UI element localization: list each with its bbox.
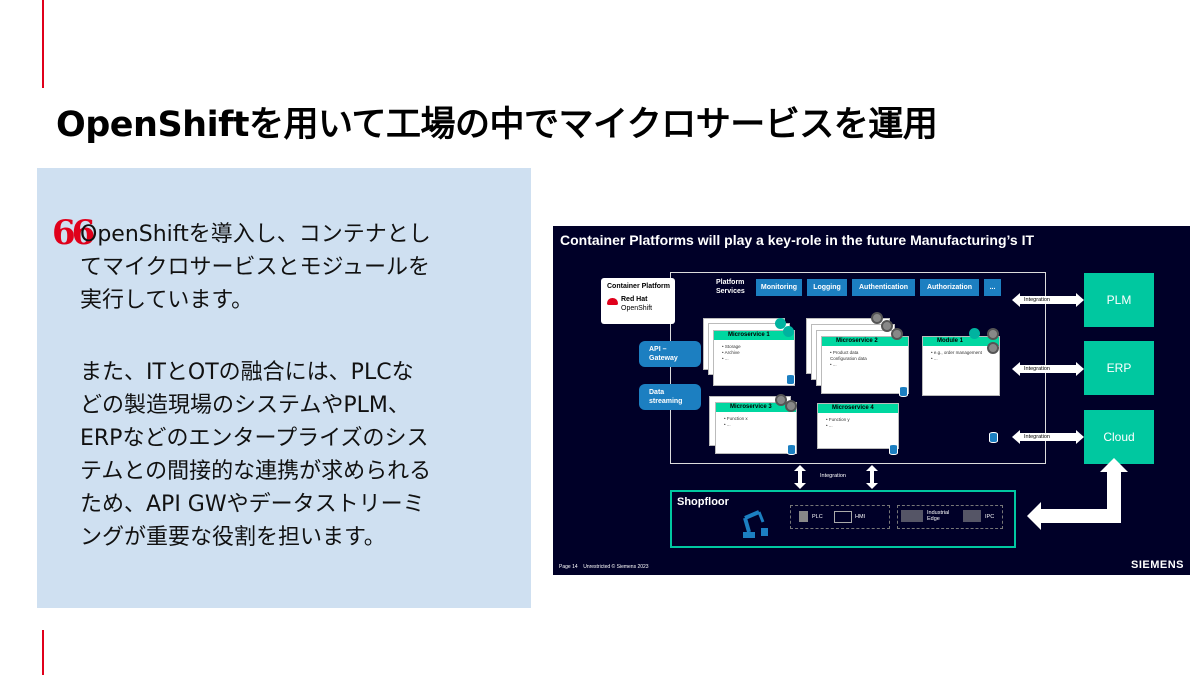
gear-icon [891, 328, 903, 340]
edge-ipc-group [897, 505, 1003, 529]
page-number: Page 14 [559, 564, 578, 570]
plc-hmi-group [790, 505, 890, 529]
api-gateway-button: API – Gateway [639, 341, 701, 367]
plc-icon [799, 511, 808, 522]
platform-services-label: Platform Services [716, 279, 745, 295]
shopfloor-label: Shopfloor [677, 496, 729, 508]
integration-arrow-erp: Integration [1012, 362, 1084, 376]
redhat-label: Red Hat [621, 296, 648, 303]
kubernetes-icon [969, 328, 980, 339]
hmi-label: HMI [855, 514, 866, 520]
gear-icon [987, 328, 999, 340]
integration-label-vertical: Integration [820, 473, 846, 479]
microservice-1-card: Microservice 1 • Storage • Archive • ... [713, 330, 795, 386]
database-icon [899, 386, 908, 397]
service-authentication: Authentication [852, 279, 915, 296]
industrial-edge-label: Industrial Edge [927, 510, 950, 522]
ipc-icon [963, 510, 981, 522]
service-authorization: Authorization [920, 279, 979, 296]
accent-line-bottom [42, 630, 44, 675]
module-1-name: Module 1 [923, 337, 999, 346]
industrial-edge-icon [901, 510, 923, 522]
microservice-1-name: Microservice 1 [714, 331, 794, 340]
slide-footer: Page 14 Unrestricted © Siemens 2023 [559, 564, 649, 570]
quote-box [37, 168, 531, 608]
gear-icon [775, 394, 787, 406]
gear-icon [881, 320, 893, 332]
microservice-4-name: Microservice 4 [818, 404, 898, 413]
gear-icon [785, 400, 797, 412]
elbow-arrow-head-left [1027, 502, 1041, 530]
microservice-3-items: • Function x • ... [724, 416, 748, 427]
microservice-2-items: • Product data Configuration data • ... [830, 350, 867, 367]
database-icon [889, 444, 898, 455]
quote-paragraph-2: また、ITとOTの融合には、PLCな どの製造現場のシステムやPLM、 ERPな… [80, 360, 432, 550]
integration-label: Integration [1024, 366, 1050, 372]
integration-arrow-plm: Integration [1012, 293, 1084, 307]
integration-label: Integration [1024, 297, 1050, 303]
redhat-logo-icon [607, 298, 618, 305]
shopfloor-frame [670, 490, 1016, 548]
quote-paragraph-1: OpenShiftを導入し、コンテナとし てマイクロサービスとモジュールを 実行… [80, 222, 431, 313]
container-platform-label: Container Platform [607, 283, 671, 290]
vertical-arrow [866, 465, 878, 489]
kubernetes-icon [783, 326, 794, 337]
plm-box: PLM [1084, 273, 1154, 327]
diagram-title: Container Platforms will play a key-role… [560, 232, 1035, 248]
hmi-icon [834, 511, 852, 523]
elbow-arrow-horizontal [1039, 509, 1121, 523]
integration-arrow-cloud: Integration [1012, 430, 1084, 444]
architecture-diagram: Container Platforms will play a key-role… [553, 226, 1190, 575]
vertical-arrow [794, 465, 806, 489]
database-icon [786, 374, 795, 385]
robot-arm-icon [737, 506, 769, 540]
microservice-4-card: Microservice 4 • Function y • ... [817, 403, 899, 449]
module-1-items: • e.g., order management • ... [931, 350, 982, 361]
elbow-arrow-head-up [1100, 458, 1128, 472]
microservice-2-name: Microservice 2 [822, 337, 908, 346]
gear-icon [987, 342, 999, 354]
erp-box: ERP [1084, 341, 1154, 395]
kubernetes-icon [775, 318, 786, 329]
footer-copyright: Unrestricted © Siemens 2023 [583, 564, 649, 570]
accent-line-top [42, 0, 44, 88]
siemens-logo: SIEMENS [1130, 559, 1184, 571]
data-streaming-button: Data streaming [639, 384, 701, 410]
service-monitoring: Monitoring [756, 279, 802, 296]
microservice-3-name: Microservice 3 [716, 403, 796, 412]
microservice-3-card: Microservice 3 • Function x • ... [715, 402, 797, 454]
integration-label: Integration [1024, 434, 1050, 440]
elbow-arrow-vertical [1107, 471, 1121, 521]
database-icon [787, 444, 796, 455]
plc-label: PLC [812, 514, 823, 520]
service-logging: Logging [807, 279, 847, 296]
service-more: ... [984, 279, 1001, 296]
cloud-box: Cloud [1084, 410, 1154, 464]
microservice-2-card: Microservice 2 • Product data Configurat… [821, 336, 909, 394]
slide-title: OpenShiftを用いて工場の中でマイクロサービスを運用 [56, 105, 938, 145]
gear-icon [871, 312, 883, 324]
ipc-label: IPC [985, 514, 995, 520]
quote-mark-icon: 66 [52, 213, 95, 253]
database-icon [989, 432, 998, 443]
redhat-openshift-card: Container Platform Red Hat OpenShift [601, 278, 675, 324]
microservice-1-items: • Storage • Archive • ... [722, 344, 741, 361]
openshift-label: OpenShift [621, 305, 653, 312]
microservice-4-items: • Function y • ... [826, 417, 850, 428]
